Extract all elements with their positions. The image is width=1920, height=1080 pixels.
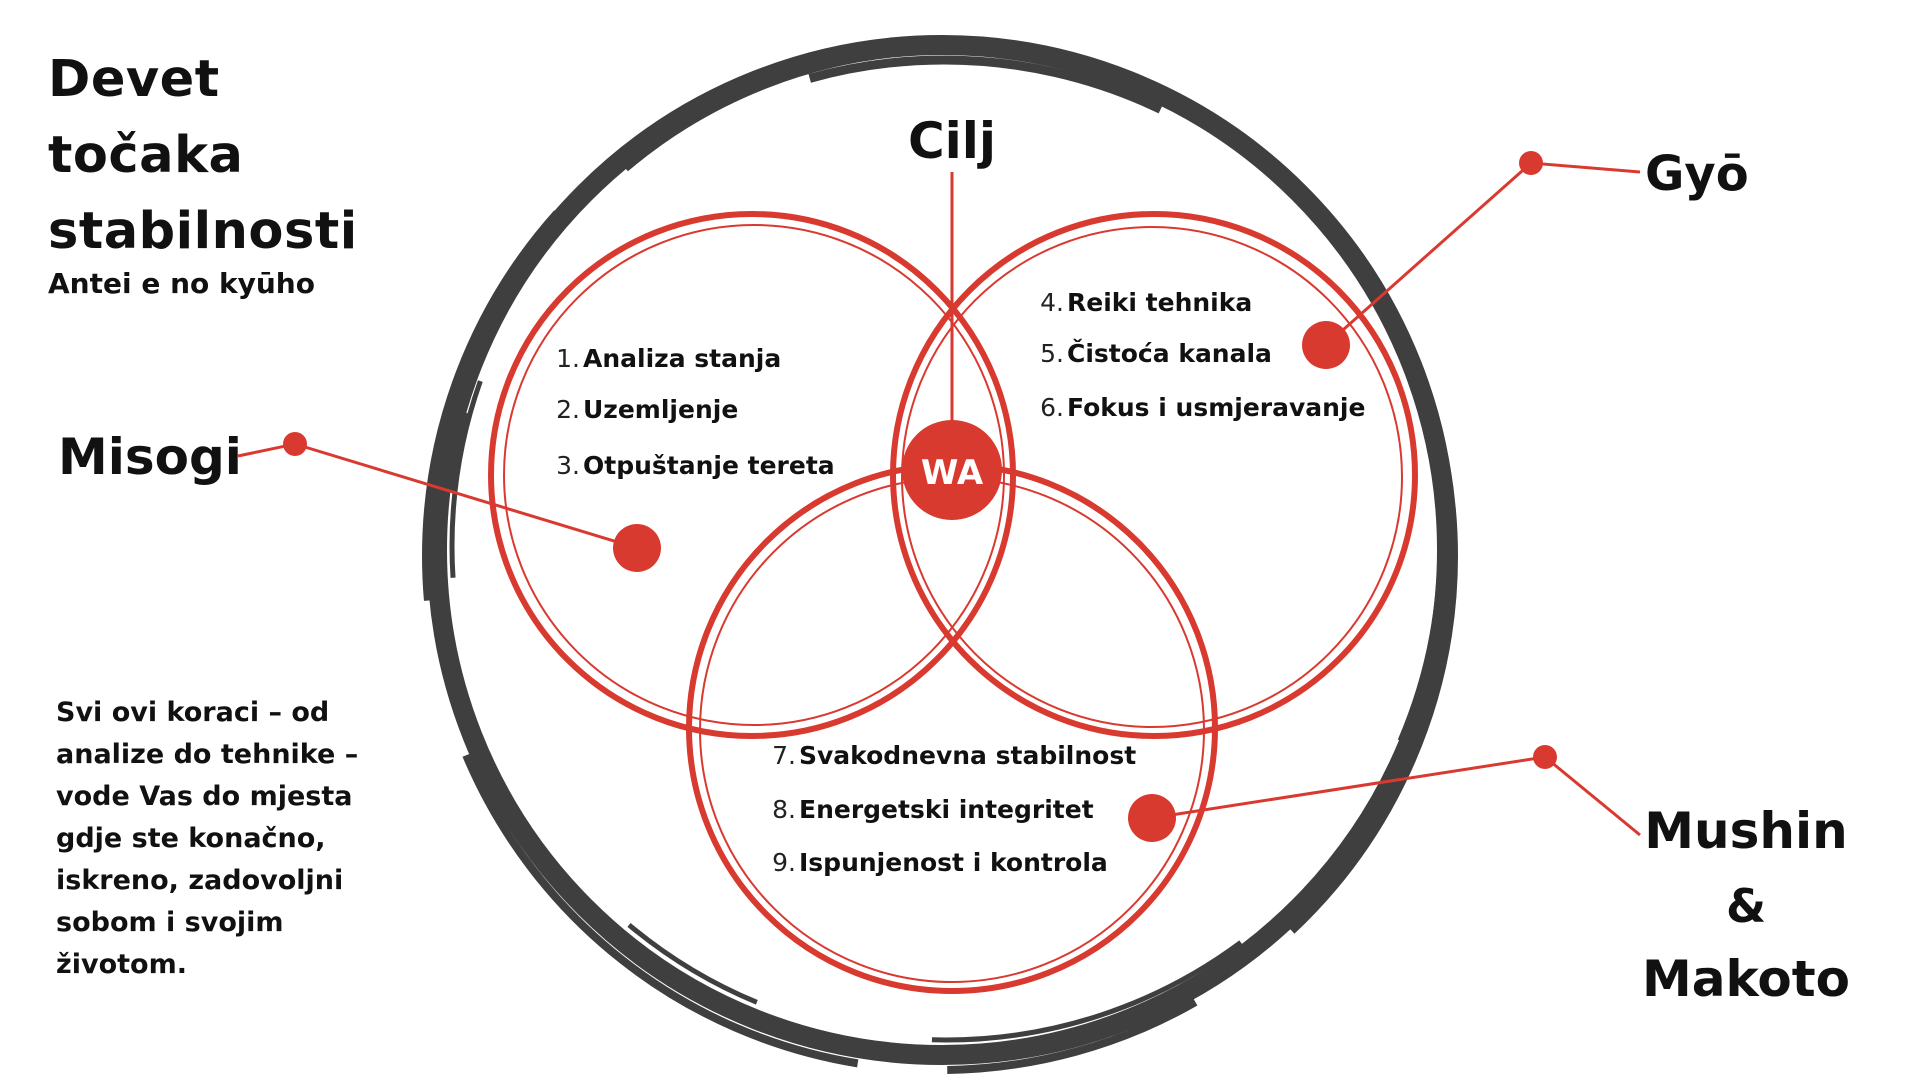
step-number: 3. [556, 451, 580, 480]
summary-line-4: gdje ste konačno, [56, 823, 326, 854]
step-text: Ispunjenost i kontrola [799, 848, 1108, 877]
mushin-marker [1128, 794, 1176, 842]
venn-circle-gyo-inner [901, 226, 1403, 728]
title-line-2: točaka [48, 126, 244, 185]
venn-circle-mushin-inner [699, 477, 1205, 983]
title-block: Devet točaka stabilnosti Antei e no kyūh… [48, 42, 408, 302]
summary-line-2: analize do tehnike – [56, 739, 359, 770]
misogi-connector-dot [283, 432, 307, 456]
step-text: Reiki tehnika [1067, 288, 1252, 317]
wa-center-circle [902, 420, 1002, 520]
step-number: 1. [556, 344, 580, 373]
step-text: Fokus i usmjeravanje [1067, 393, 1365, 422]
venn-circle-gyo-outer [890, 211, 1418, 739]
summary-line-6: sobom i svojim [56, 907, 284, 938]
title-line-1: Devet [48, 50, 220, 109]
gyo-marker [1302, 321, 1350, 369]
gyo-steps: 4. Reiki tehnika 5. Čistoća kanala 6. Fo… [1040, 288, 1365, 422]
venn-circle-mushin-outer [686, 462, 1218, 994]
summary-line-3: vode Vas do mjesta [56, 781, 353, 812]
summary-line-7: životom. [56, 949, 187, 980]
mushin-steps: 7. Svakodnevna stabilnost 8. Energetski … [772, 741, 1136, 877]
step-text: Otpuštanje tereta [583, 451, 835, 480]
venn-circle-gyo [890, 211, 1418, 739]
cilj-label: Cilj [908, 112, 996, 170]
mushin-label-line-2: & [1726, 879, 1766, 933]
summary-line-1: Svi ovi koraci – od [56, 697, 330, 728]
step-text: Čistoća kanala [1067, 338, 1272, 368]
step-text: Analiza stanja [583, 344, 781, 373]
step-number: 4. [1040, 288, 1064, 317]
venn-circle-mushin [686, 462, 1218, 994]
step-number: 6. [1040, 393, 1064, 422]
step-number: 8. [772, 795, 796, 824]
mushin-connector-dot [1533, 745, 1557, 769]
summary-line-5: iskreno, zadovoljni [56, 865, 344, 896]
misogi-label: Misogi [58, 428, 242, 486]
outer-ring-stroke-c [439, 55, 1449, 1065]
step-number: 5. [1040, 339, 1064, 368]
subtitle: Antei e no kyūho [48, 267, 315, 300]
gyo-connector-line [1325, 161, 1641, 347]
mushin-label-line-1: Mushin [1644, 802, 1847, 860]
step-text: Uzemljenje [583, 395, 738, 424]
step-number: 9. [772, 848, 796, 877]
step-text: Svakodnevna stabilnost [799, 741, 1136, 770]
outer-ring-stroke-b [449, 49, 1443, 1043]
title-line-3: stabilnosti [48, 202, 358, 261]
wa-label: WA [921, 453, 984, 493]
mushin-label-line-3: Makoto [1642, 950, 1850, 1008]
summary-text: Svi ovi koraci – od analize do tehnike –… [56, 692, 386, 986]
outer-ring-stroke-a [422, 38, 1458, 1074]
step-text: Energetski integritet [799, 795, 1094, 824]
gyo-connector-dot [1519, 151, 1543, 175]
outer-ring [422, 35, 1458, 1074]
misogi-marker [613, 524, 661, 572]
gyo-label: Gyō [1645, 146, 1749, 202]
misogi-steps: 1. Analiza stanja 2. Uzemljenje 3. Otpuš… [556, 344, 835, 480]
venn-circle-misogi-inner [503, 224, 1005, 726]
step-number: 7. [772, 741, 796, 770]
outer-ring-main [427, 35, 1457, 1065]
step-number: 2. [556, 395, 580, 424]
